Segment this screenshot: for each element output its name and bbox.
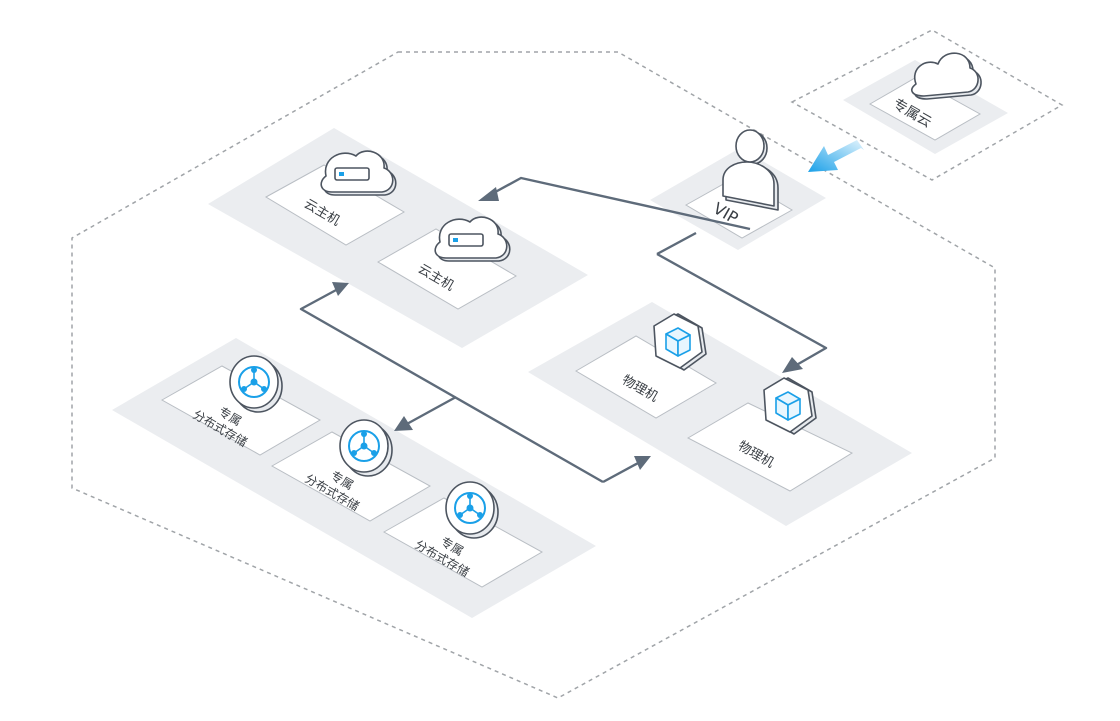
flow-to-cloud-hosts-lower — [299, 287, 604, 484]
vip-tile — [684, 176, 794, 239]
cloud-host-tile-2 — [377, 228, 517, 310]
arrow-to-storage — [394, 416, 413, 431]
arrow-to-physical — [782, 357, 803, 373]
physical-platform — [528, 302, 912, 526]
flow-to-storage — [404, 395, 457, 427]
cloud-host-platform — [208, 128, 588, 348]
user-icon — [722, 129, 779, 211]
distributed-storage-icon — [229, 355, 283, 413]
arrow-to-cloud-hosts — [478, 187, 499, 201]
storage-tile-2 — [270, 431, 432, 522]
dedicated-cloud-tile — [868, 77, 982, 141]
cloud-server-icon — [434, 216, 511, 262]
distributed-storage-icon — [339, 419, 393, 477]
cloud-server-icon — [320, 150, 397, 196]
flow-to-physical-lower — [602, 460, 641, 484]
arrow-to-physical-lower — [634, 456, 651, 470]
region-boundary — [71, 51, 996, 699]
physical-tile-2 — [686, 402, 854, 492]
cloud-host-tile-1 — [264, 164, 405, 246]
vip-connector — [656, 231, 697, 256]
physical-tile-1 — [575, 335, 717, 419]
physical-server-icon — [763, 377, 817, 435]
flow-to-physical — [656, 252, 828, 369]
distributed-storage-icon — [445, 481, 499, 539]
storage-tile-3 — [382, 497, 544, 588]
physical-server-icon — [653, 313, 707, 371]
storage-tile-1 — [160, 365, 322, 456]
flow-to-cloud-hosts — [487, 176, 751, 231]
incoming-arrow-icon — [808, 140, 864, 172]
cloud-icon — [911, 52, 982, 100]
arrow-up-cloud-hosts — [332, 282, 349, 296]
dedicated-cloud-boundary — [790, 29, 1064, 181]
